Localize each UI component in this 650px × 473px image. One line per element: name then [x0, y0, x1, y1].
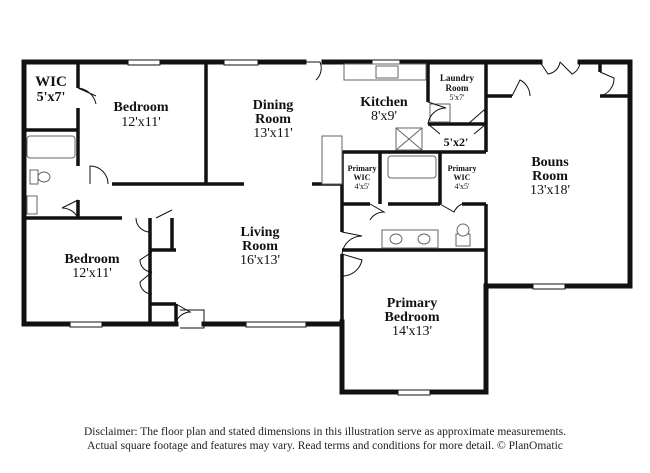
label-living-2: Room [242, 239, 278, 254]
label-primary-wic-left-2: WIC [354, 173, 371, 182]
dim-closet: 5'x2' [444, 135, 469, 149]
dim-dining: 13'x11' [253, 126, 293, 141]
label-primary-wic-left-1: Primary [348, 164, 377, 173]
label-wic-left: WIC [35, 74, 67, 90]
dim-primary-wic-right: 4'x5' [455, 182, 470, 191]
dim-bedroom-top: 12'x11' [121, 115, 161, 130]
dim-living: 16'x13' [240, 253, 280, 268]
dim-primary-wic-left: 4'x5' [355, 182, 370, 191]
label-bedroom-top: Bedroom [114, 100, 169, 115]
label-kitchen: Kitchen [360, 95, 408, 110]
label-primary-bedroom-1: Primary [387, 296, 438, 311]
label-laundry-1: Laundry [440, 73, 475, 83]
room-labels: WIC 5'x7' Bedroom 12'x11' Dining Room 13… [35, 73, 570, 339]
interior-walls [24, 62, 630, 324]
kitchen-counter-side [321, 135, 343, 185]
label-bonus-2: Room [532, 169, 568, 184]
label-dining-2: Room [255, 112, 291, 127]
label-primary-wic-right-2: WIC [454, 173, 471, 182]
windows [69, 59, 566, 396]
dim-bonus: 13'x18' [530, 183, 570, 198]
label-primary-bedroom-2: Bedroom [385, 310, 440, 325]
fixtures [26, 63, 471, 249]
label-bonus-1: Bouns [531, 155, 569, 170]
label-primary-wic-right-1: Primary [448, 164, 477, 173]
dim-laundry: 5'x7' [450, 93, 465, 102]
label-dining-1: Dining [253, 98, 293, 113]
dim-wic-left: 5'x7' [37, 90, 66, 105]
bathtub-primary [387, 155, 437, 179]
disclaimer-line-1: Disclaimer: The floor plan and stated di… [83, 426, 567, 438]
label-laundry-2: Room [446, 83, 469, 93]
exterior-walls [21, 59, 633, 395]
bathtub-left [26, 135, 76, 159]
label-bedroom-left: Bedroom [65, 252, 120, 267]
label-living-1: Living [241, 225, 280, 240]
dim-primary-bedroom: 14'x13' [392, 324, 432, 339]
dim-bedroom-left: 12'x11' [72, 266, 112, 281]
disclaimer-line-2: Actual square footage and features may v… [87, 440, 563, 452]
doors [61, 61, 615, 329]
dim-kitchen: 8'x9' [371, 109, 397, 124]
